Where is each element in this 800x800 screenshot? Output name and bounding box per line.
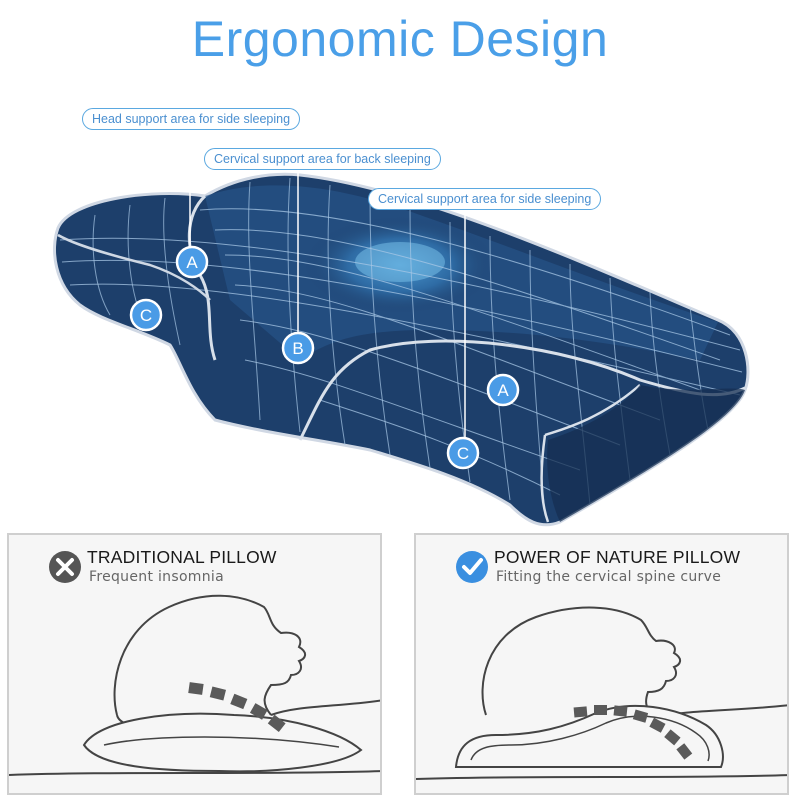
pillow-illustration: A C B A C xyxy=(53,172,750,527)
nature-head-drawing xyxy=(416,606,787,780)
traditional-title: TRADITIONAL PILLOW xyxy=(87,547,277,567)
marker-a-neck: A xyxy=(486,373,520,407)
callout-head-side: Head support area for side sleeping xyxy=(82,108,301,130)
marker-b-center: B xyxy=(281,331,315,365)
marker-c-head: C xyxy=(129,298,163,332)
nature-spine xyxy=(573,705,693,760)
nature-title: POWER OF NATURE PILLOW xyxy=(494,547,741,567)
traditional-subtitle: Frequent insomnia xyxy=(89,569,224,585)
marker-c-neck: C xyxy=(446,436,480,470)
check-mark-icon xyxy=(456,551,488,583)
traditional-head-drawing xyxy=(9,594,380,776)
page-title: Ergonomic Design xyxy=(191,11,609,67)
nature-subtitle: Fitting the cervical spine curve xyxy=(496,569,722,585)
callout-cervical-side: Cervical support area for side sleeping xyxy=(368,188,602,210)
traditional-spine xyxy=(188,682,286,733)
callout-cervical-back: Cervical support area for back sleeping xyxy=(204,148,441,170)
svg-text:B: B xyxy=(292,339,303,358)
svg-text:A: A xyxy=(497,381,509,400)
svg-text:C: C xyxy=(457,444,469,463)
traditional-pillow-panel: TRADITIONAL PILLOW Frequent insomnia xyxy=(7,533,382,795)
svg-text:C: C xyxy=(140,306,152,325)
x-mark-icon xyxy=(49,551,81,583)
nature-pillow-panel: POWER OF NATURE PILLOW Fitting the cervi… xyxy=(414,533,789,795)
marker-a-head: A xyxy=(175,245,209,279)
svg-text:A: A xyxy=(186,253,198,272)
